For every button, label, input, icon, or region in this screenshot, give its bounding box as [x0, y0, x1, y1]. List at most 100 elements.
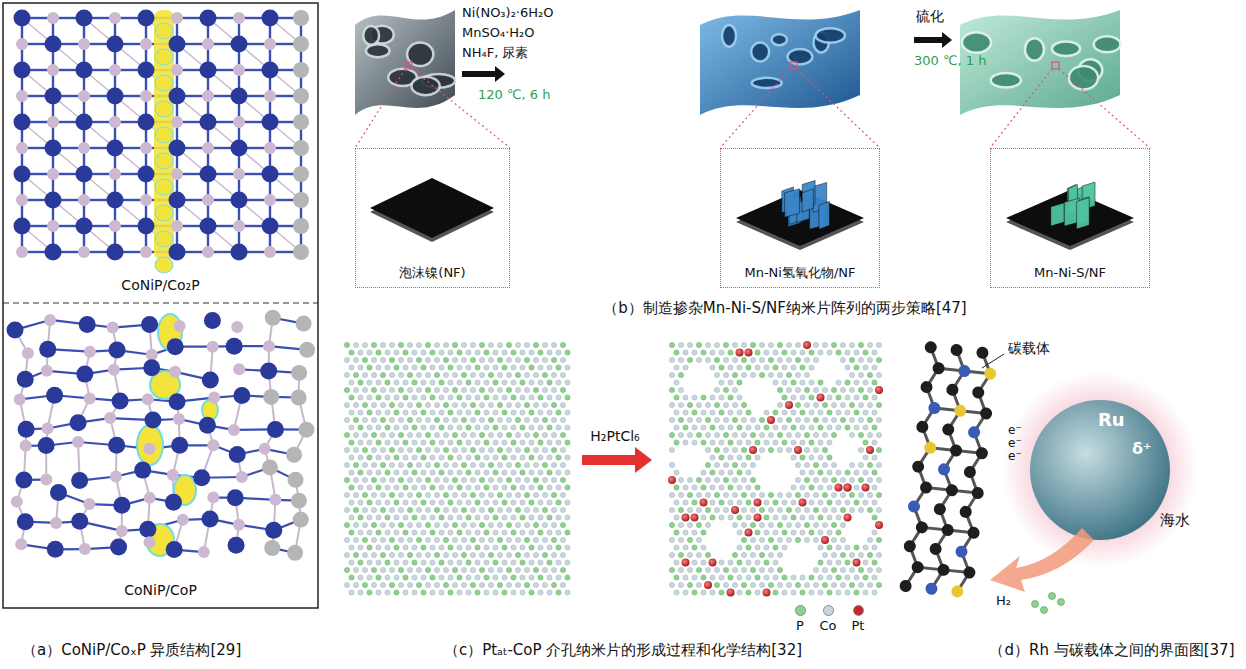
lattice-atom: [412, 425, 417, 430]
lattice-atom: [358, 515, 363, 520]
lattice-atom: [804, 477, 809, 482]
foam-pore: [722, 25, 736, 47]
lattice-atom: [425, 432, 430, 437]
lattice-atom: [466, 455, 471, 460]
lattice-atom: [867, 402, 872, 407]
lattice-atom: [425, 462, 430, 467]
lattice-atom: [565, 500, 570, 505]
lattice-atom: [484, 575, 489, 580]
lattice-atom: [349, 380, 354, 385]
atom: [169, 366, 181, 378]
lattice-atom: [529, 410, 534, 415]
lattice-atom: [430, 590, 435, 595]
lattice-atom: [385, 530, 390, 535]
atom: [7, 321, 24, 338]
lattice-atom: [367, 410, 372, 415]
atom: [17, 371, 34, 388]
lattice-atom: [493, 575, 498, 580]
lattice-atom: [524, 582, 529, 587]
atom: [298, 422, 314, 438]
lattice-atom: [416, 432, 421, 437]
lattice-atom: [867, 387, 872, 392]
lattice-atom: [773, 425, 778, 430]
lattice-atom: [669, 402, 674, 407]
lattice-atom: [723, 357, 728, 362]
lattice-atom: [466, 560, 471, 565]
atom: [228, 537, 245, 554]
lattice-atom: [565, 545, 570, 550]
lattice-atom: [524, 417, 529, 422]
nickel-foam: [355, 10, 455, 115]
lattice-atom: [502, 440, 507, 445]
lattice-atom: [448, 575, 453, 580]
lattice-atom: [497, 567, 502, 572]
lattice-atom: [461, 507, 466, 512]
lattice-atom: [786, 432, 791, 437]
lattice-atom: [367, 470, 372, 475]
lattice-atom: [443, 522, 448, 527]
lattice-atom: [782, 350, 787, 355]
lattice-atom: [723, 477, 728, 482]
lattice-atom: [551, 402, 556, 407]
nanosheet: [819, 201, 830, 229]
lattice-atom: [822, 492, 827, 497]
lattice-atom: [542, 567, 547, 572]
lattice-atom: [362, 462, 367, 467]
lattice-atom: [705, 342, 710, 347]
atom: [207, 492, 219, 504]
lattice-atom: [565, 455, 570, 460]
lattice-atom: [443, 417, 448, 422]
lattice-atom: [786, 372, 791, 377]
lattice-atom: [872, 350, 877, 355]
lattice-atom: [488, 507, 493, 512]
lattice-atom: [737, 425, 742, 430]
lattice-atom: [367, 365, 372, 370]
lattice-atom: [488, 537, 493, 542]
lattice-atom: [353, 432, 358, 437]
lattice-atom: [849, 417, 854, 422]
lattice-atom: [497, 417, 502, 422]
lattice-atom: [380, 462, 385, 467]
lattice-atom: [542, 342, 547, 347]
lattice-atom: [678, 432, 683, 437]
lattice-atom: [764, 350, 769, 355]
foam-pore: [1069, 66, 1098, 90]
lattice-atom: [376, 425, 381, 430]
lattice-atom: [394, 530, 399, 535]
lattice-atom: [389, 567, 394, 572]
atom: [144, 536, 156, 548]
atom: [84, 346, 96, 358]
atom: [78, 142, 90, 154]
substrate-plane: [736, 180, 864, 250]
atom: [265, 310, 281, 326]
lattice-atom: [394, 545, 399, 550]
lattice-atom: [741, 522, 746, 527]
atom: [47, 64, 59, 76]
lattice-atom: [358, 500, 363, 505]
lattice-top: [14, 10, 310, 274]
lattice-atom: [421, 425, 426, 430]
lattice-atom: [349, 545, 354, 550]
lattice-atom: [371, 537, 376, 542]
atom: [110, 539, 127, 556]
lattice-atom: [533, 342, 538, 347]
lattice-atom: [376, 500, 381, 505]
lattice-atom: [831, 477, 836, 482]
atom: [141, 316, 158, 333]
lattice-atom: [674, 410, 679, 415]
lattice-atom: [786, 387, 791, 392]
lattice-atom: [394, 485, 399, 490]
lattice-atom: [674, 515, 679, 520]
lattice-atom: [565, 560, 570, 565]
lattice-atom: [389, 447, 394, 452]
lattice-atom: [858, 447, 863, 452]
lattice-atom: [367, 575, 372, 580]
atom: [169, 393, 186, 410]
atom: [207, 439, 219, 451]
lattice-atom: [701, 485, 706, 490]
lattice-atom: [407, 507, 412, 512]
lattice-atom: [867, 372, 872, 377]
lattice-atom: [520, 560, 525, 565]
lattice-atom: [710, 440, 715, 445]
lattice-atom: [506, 357, 511, 362]
